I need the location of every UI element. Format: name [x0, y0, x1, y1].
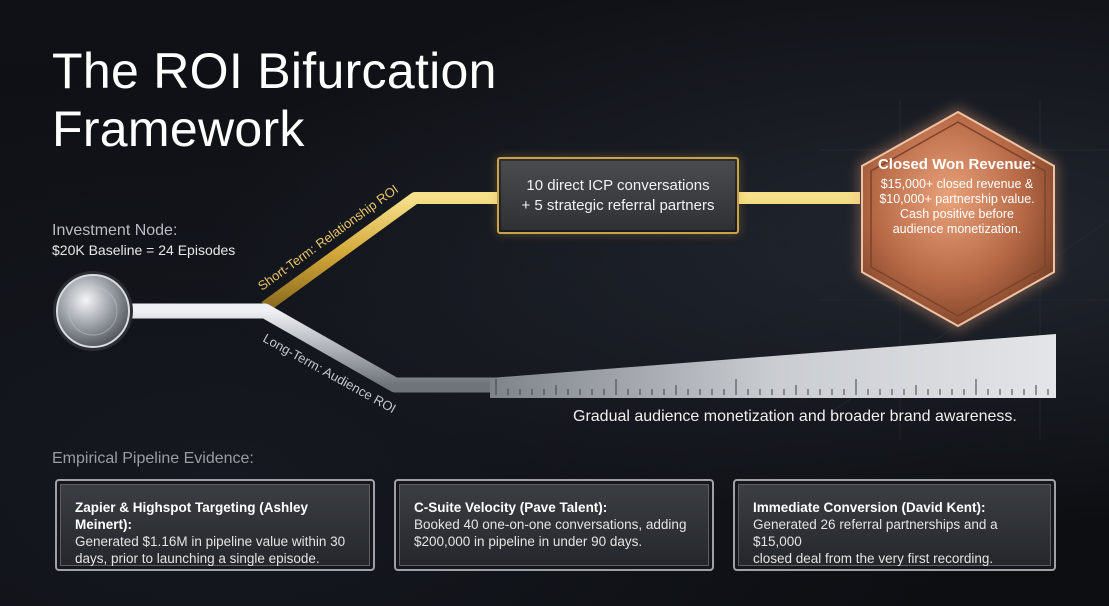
- page-title: The ROI Bifurcation Framework: [52, 42, 497, 158]
- closed-won-line-3: Cash positive before: [900, 207, 1014, 221]
- closed-won-line-2: $10,000+ partnership value.: [879, 192, 1035, 206]
- audience-growth-ruler: [490, 334, 1056, 398]
- title-line-1: The ROI Bifurcation: [52, 43, 497, 99]
- evidence-card-body-line-2: $200,000 in pipeline in under 90 days.: [414, 534, 643, 549]
- investment-node: [53, 271, 133, 351]
- ruler-ticks: [495, 379, 1049, 395]
- evidence-card-title: Immediate Conversion (David Kent):: [753, 500, 986, 515]
- title-line-2: Framework: [52, 101, 305, 157]
- closed-won-line-4: audience monetization.: [892, 222, 1022, 236]
- evidence-card-body-line-1: Generated 26 referral partnerships and a…: [753, 517, 998, 549]
- evidence-card-david-kent: Immediate Conversion (David Kent): Gener…: [733, 479, 1056, 571]
- closed-won-text: Closed Won Revenue: $15,000+ closed reve…: [872, 156, 1042, 237]
- long-term-path: [100, 303, 500, 393]
- closed-won-line-1: $15,000+ closed revenue &: [880, 177, 1034, 191]
- closed-won-title: Closed Won Revenue:: [877, 156, 1037, 173]
- evidence-card-body-line-1: Generated $1.16M in pipeline value withi…: [75, 534, 346, 549]
- evidence-card-body-line-2: closed deal from the very first recordin…: [753, 551, 994, 566]
- short-term-path: [261, 192, 860, 312]
- icp-box-line-2: + 5 strategic referral partners: [521, 196, 715, 214]
- investment-node-label: Investment Node:: [52, 222, 178, 239]
- icp-box-line-1: 10 direct ICP conversations: [526, 176, 710, 194]
- evidence-card-zapier: Zapier & Highspot Targeting (Ashley Mein…: [55, 479, 375, 571]
- evidence-card-title: C-Suite Velocity (Pave Talent):: [414, 500, 608, 515]
- audience-caption: Gradual audience monetization and broade…: [573, 408, 1017, 425]
- evidence-card-title: Zapier & Highspot Targeting (Ashley Mein…: [75, 500, 309, 532]
- short-term-label: Short-Term: Relationship ROI: [255, 181, 401, 293]
- icp-conversations-box: 10 direct ICP conversations + 5 strategi…: [497, 157, 739, 234]
- evidence-card-body-line-1: Booked 40 one-on-one conversations, addi…: [414, 517, 687, 532]
- investment-node-value: $20K Baseline = 24 Episodes: [52, 242, 236, 258]
- evidence-card-pave: C-Suite Velocity (Pave Talent): Booked 4…: [394, 479, 714, 571]
- closed-won-hexagon: [858, 106, 1058, 332]
- evidence-section-label: Empirical Pipeline Evidence:: [52, 450, 254, 467]
- evidence-card-body-line-2: days, prior to launching a single episod…: [75, 551, 320, 566]
